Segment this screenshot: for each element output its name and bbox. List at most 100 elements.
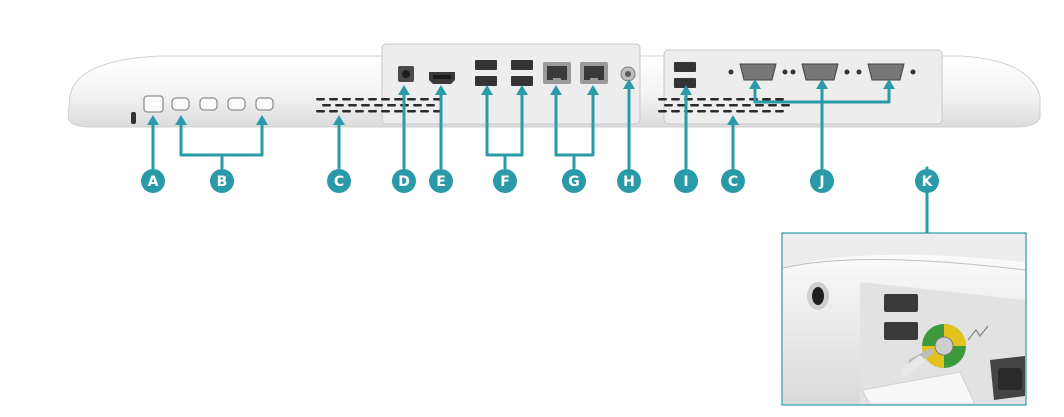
lock-slot-icon: [131, 112, 136, 124]
vent-slot: [781, 104, 790, 107]
callout-h: H: [617, 169, 641, 193]
vent-grille-icon: [316, 98, 442, 113]
vent-slot: [768, 104, 777, 107]
svg-text:D: D: [398, 174, 410, 190]
svg-text:F: F: [500, 174, 510, 190]
label-sticker: [861, 371, 976, 405]
dc-jack-icon: [807, 282, 829, 310]
usb-ports-group-right: [674, 62, 696, 88]
vent-slot: [329, 110, 338, 113]
svg-text:E: E: [436, 174, 446, 190]
vent-slot: [342, 110, 351, 113]
vent-slot: [658, 110, 667, 113]
callout-c-right: C: [721, 169, 745, 193]
callout-g: G: [562, 169, 586, 193]
vent-slot: [420, 98, 429, 101]
vent-slot: [690, 104, 699, 107]
ground-screw-icon: [900, 324, 966, 376]
vent-slot: [394, 110, 403, 113]
vent-slot: [322, 104, 331, 107]
usb-port-icon: [475, 76, 497, 86]
inset-closeup: [781, 232, 1027, 406]
menu-button-icon: [199, 97, 218, 111]
usb-port-icon: [511, 76, 533, 86]
vent-slot: [755, 104, 764, 107]
vent-slot: [658, 98, 667, 101]
callout-f: F: [493, 169, 517, 193]
lan-port-icon: [543, 62, 571, 84]
vent-slot: [671, 110, 680, 113]
vent-slot: [381, 98, 390, 101]
vent-slot: [723, 110, 732, 113]
serial-port-icon: [790, 63, 850, 81]
vent-slot: [387, 104, 396, 107]
vent-slot: [413, 104, 422, 107]
callout-i: I: [674, 169, 698, 193]
hdmi-port-icon: [429, 72, 455, 84]
vent-slot: [342, 98, 351, 101]
vent-slot: [420, 110, 429, 113]
lan-ports-group: [543, 62, 608, 84]
vent-slot: [348, 104, 357, 107]
usb-port-icon: [884, 322, 918, 340]
vent-slot: [368, 110, 377, 113]
vent-slot: [762, 110, 771, 113]
vent-slot: [671, 98, 680, 101]
vent-slot: [355, 98, 364, 101]
vent-slot: [729, 104, 738, 107]
svg-text:B: B: [217, 174, 228, 190]
menu-buttons: [171, 97, 274, 111]
vent-slot: [426, 104, 435, 107]
vent-slot: [368, 98, 377, 101]
usb-port-icon: [884, 294, 918, 312]
vent-slot: [742, 104, 751, 107]
serial-port-icon: [990, 356, 1025, 400]
callout-d: D: [392, 169, 416, 193]
callout-c-left: C: [327, 169, 351, 193]
usb-port-icon: [511, 60, 533, 70]
vent-slot: [381, 110, 390, 113]
vent-slot: [775, 110, 784, 113]
device-body: [67, 43, 1041, 128]
vent-slot: [407, 110, 416, 113]
vent-slot: [736, 98, 745, 101]
vent-slot: [394, 98, 403, 101]
vent-slot: [749, 110, 758, 113]
vent-slot: [361, 104, 370, 107]
vent-slot: [677, 104, 686, 107]
svg-text:I: I: [683, 174, 688, 190]
vent-slot: [697, 98, 706, 101]
serial-ports-group: [728, 63, 916, 81]
lan-port-icon: [580, 62, 608, 84]
usb-ports-group: [475, 60, 533, 86]
vent-slot: [329, 98, 338, 101]
menu-button-icon: [255, 97, 274, 111]
callout-b: B: [210, 169, 234, 193]
vent-slot: [716, 104, 725, 107]
svg-text:J: J: [818, 174, 824, 190]
callout-k: K: [915, 169, 939, 193]
vent-slot: [762, 98, 771, 101]
callout-e: E: [429, 169, 453, 193]
vent-slot: [703, 104, 712, 107]
vent-slot: [664, 104, 673, 107]
vent-slot: [407, 98, 416, 101]
svg-text:H: H: [623, 174, 635, 190]
vent-slot: [723, 98, 732, 101]
vent-slot: [316, 98, 325, 101]
vent-slot: [374, 104, 383, 107]
power-button-icon: [143, 95, 164, 113]
svg-text:G: G: [568, 174, 580, 190]
vent-slot: [316, 110, 325, 113]
vent-slot: [335, 104, 344, 107]
svg-text:K: K: [922, 174, 934, 190]
usb-port-icon: [475, 60, 497, 70]
vent-grille-icon: [658, 98, 790, 113]
vent-slot: [697, 110, 706, 113]
vent-slot: [775, 98, 784, 101]
vent-slot: [736, 110, 745, 113]
vent-slot: [710, 98, 719, 101]
menu-button-icon: [171, 97, 190, 111]
ground-screw-icon: [620, 66, 636, 82]
